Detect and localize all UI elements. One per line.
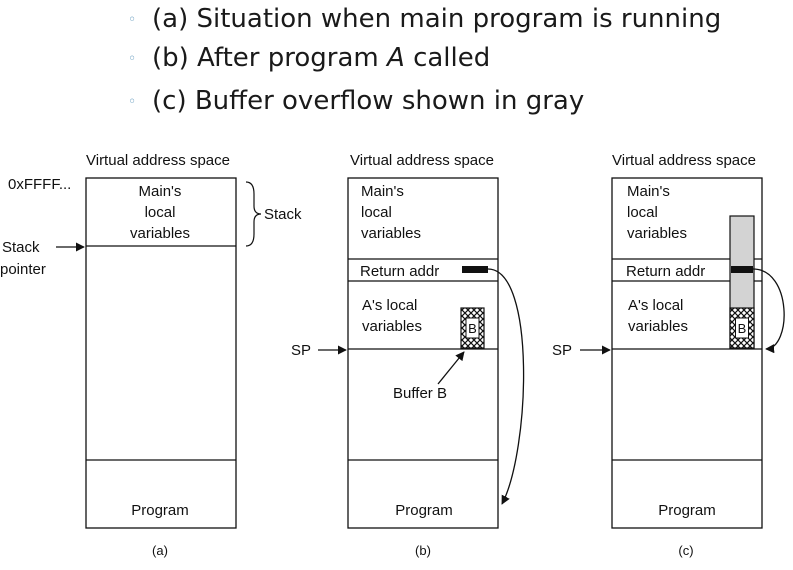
panel-b-sp-label: SP [291,342,311,359]
bullet-b-suffix: called [404,43,491,73]
panel-b-buffer-letter: B [468,321,477,336]
panel-a-pointer-label-line2: pointer [0,261,46,278]
panel-c-main-vars-line2: local [627,204,658,221]
panel-c-sp-label: SP [552,342,572,359]
panel-a-stack-label: Stack [264,206,302,223]
panel-b-header: Virtual address space [350,152,494,169]
bullet-b-italic: A [387,43,405,73]
panel-a-header: Virtual address space [86,152,230,169]
panel-c: Virtual address space Main's local varia… [552,152,785,558]
panel-c-caption: (c) [678,543,693,558]
bullet-b: ◦ (b) After program A called [128,43,490,74]
panel-b-buffer-label: Buffer B [393,385,447,402]
panel-b-buffer-inner [465,317,480,339]
panel-a-pointer-label-line1: Stack [2,239,40,256]
panel-b-main-vars-line1: Main's [361,183,404,200]
bullet-b-text: (b) After program [152,43,388,73]
bullet-c-text: (c) Buffer overflow shown in gray [152,86,585,116]
panel-b-a-vars-line2: variables [362,318,422,335]
panel-b-caption: (b) [415,543,431,558]
panel-a-caption: (a) [152,543,168,558]
panel-b: Virtual address space Main's local varia… [291,152,525,558]
panel-c-a-vars-line2: variables [628,318,688,335]
bullet-list: ◦ (a) Situation when main program is runn… [0,0,793,125]
panel-c-return-label: Return addr [626,263,705,280]
panel-a-main-vars-line3: variables [130,225,190,242]
panel-c-buffer-inner [735,317,749,339]
panel-a-main-vars-line1: Main's [139,183,182,200]
hijacked-return-arrow-icon [752,268,785,354]
stack-brace-icon [245,181,262,247]
panel-c-program-label: Program [658,502,716,519]
panel-c-return-pointer [731,266,753,273]
panel-c-main-vars-line3: variables [627,225,687,242]
panel-b-program-label: Program [395,502,453,519]
panel-b-a-vars-line1: A's local [362,297,417,314]
panel-a-address-label: 0xFFFF... [8,176,71,193]
panel-b-return-pointer [462,266,488,273]
panel-c-buffer-letter: B [738,321,747,336]
panel-a-program-label: Program [131,502,189,519]
panel-b-main-vars-line3: variables [361,225,421,242]
panel-a: Virtual address space 0xFFFF... Main's l… [0,152,302,558]
bullet-a-text: (a) Situation when main program is runni… [152,4,722,34]
stack-diagram: Virtual address space 0xFFFF... Main's l… [0,152,785,558]
bullet-c: ◦ (c) Buffer overflow shown in gray [128,86,584,117]
return-address-arrow-icon [487,268,525,505]
panel-c-main-vars-line1: Main's [627,183,670,200]
panel-b-address-space [347,177,499,529]
panel-c-a-vars-line1: A's local [628,297,683,314]
panel-c-header: Virtual address space [612,152,756,169]
panel-a-address-space [85,177,237,529]
bullet-marker: ◦ [128,11,137,28]
panel-a-main-vars-line2: local [145,204,176,221]
bullet-marker: ◦ [128,93,137,110]
bullet-a: ◦ (a) Situation when main program is runn… [128,4,721,35]
bullet-marker: ◦ [128,50,137,67]
panel-b-return-label: Return addr [360,263,439,280]
panel-b-main-vars-line2: local [361,204,392,221]
buffer-pointer-arrow-icon [437,351,465,385]
